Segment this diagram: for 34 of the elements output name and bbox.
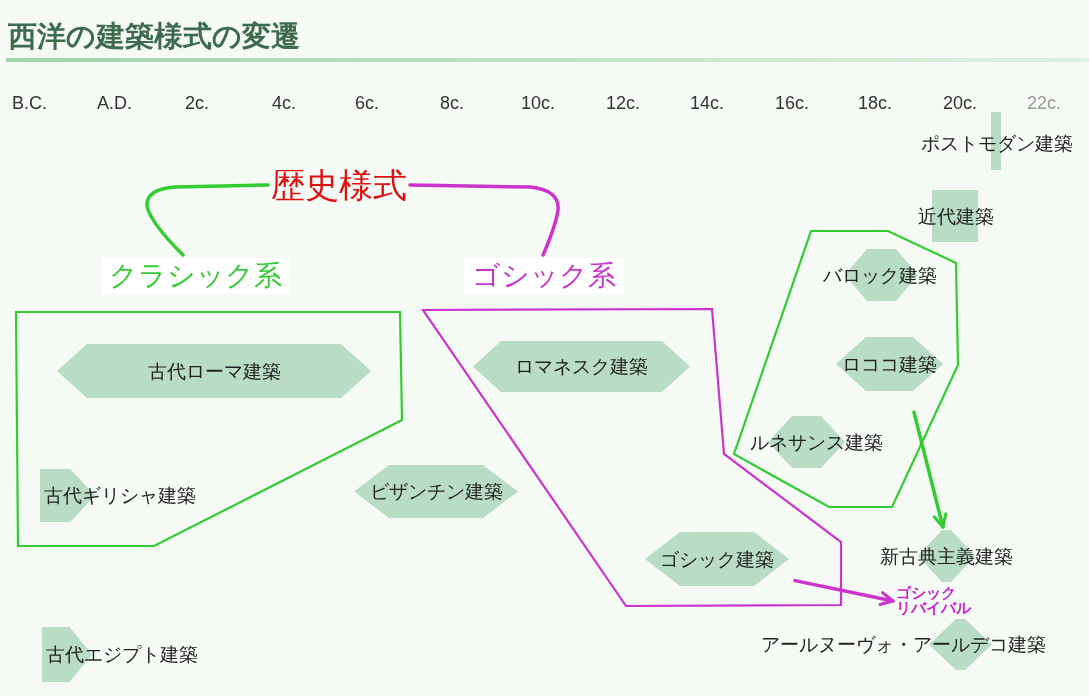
century-tick-label: 4c. (272, 93, 296, 113)
hexagon-node: ゴシック建築 (645, 532, 789, 586)
arrow (793, 578, 895, 606)
hexagon-node: 新古典主義建築 (878, 530, 1015, 582)
arrow (912, 410, 948, 529)
century-tick-label: 18c. (858, 93, 893, 113)
group-heading: クラシック系 (101, 258, 290, 294)
hexagon-node: ビザンチン建築 (354, 465, 518, 518)
century-tick-label: 8c. (440, 93, 464, 113)
century-tick-label: 16c. (775, 93, 810, 113)
century-tick-label: 14c. (690, 93, 725, 113)
group-outline (732, 229, 960, 509)
group-heading: ゴシック系 (464, 258, 624, 294)
category-label: 歴史様式 (268, 166, 410, 204)
curved-line (145, 183, 270, 257)
hexagon-node: ロマネスク建築 (473, 341, 690, 392)
curved-line (408, 183, 560, 257)
century-tick-label: B.C. (12, 93, 47, 113)
century-tick-label: 12c. (606, 93, 641, 113)
century-tick-label: 22c. (1027, 93, 1062, 113)
page-title: 西洋の建築様式の変遷 (8, 18, 300, 54)
hexagon-node: ロココ建築 (836, 337, 943, 391)
century-tick-label: 2c. (185, 93, 209, 113)
century-tick-label: 6c. (355, 93, 379, 113)
pentagon-node: 古代エジプト建築 (42, 627, 202, 682)
style-label: ゴシックリバイバル (896, 586, 980, 616)
group-outline (14, 258, 406, 548)
century-tick-label: 10c. (521, 93, 556, 113)
hexagon-node: アールヌーヴォ・アールデコ建築 (758, 619, 1048, 670)
pentagon-node: 古代ギリシャ建築 (40, 469, 200, 522)
century-tick-label: 20c. (943, 93, 978, 113)
century-tick-label: A.D. (97, 93, 132, 113)
hexagon-node: 古代ローマ建築 (57, 344, 371, 398)
bar-node: ポストモダン建築 (918, 112, 1076, 170)
